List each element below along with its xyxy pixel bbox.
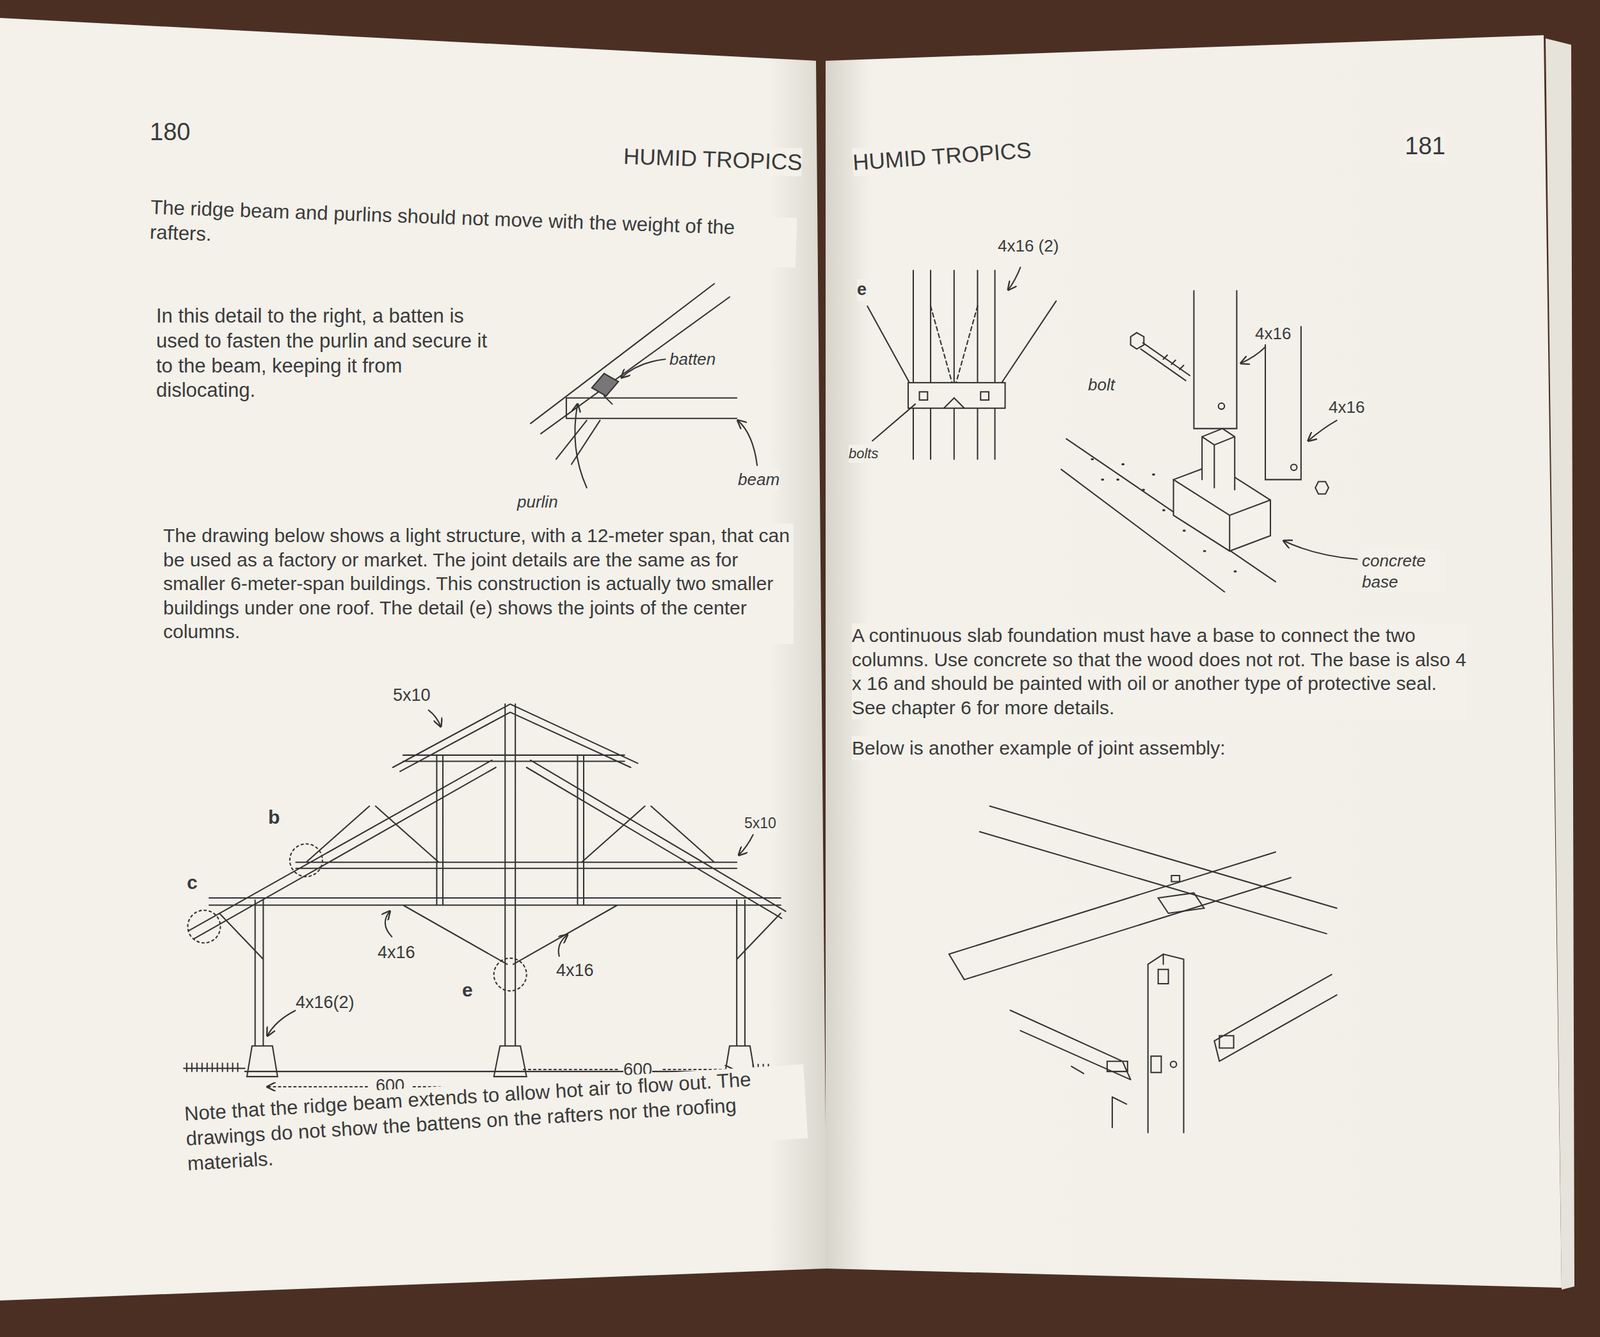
bolt-hole	[1290, 464, 1298, 471]
beam	[566, 398, 737, 419]
member-size: 5x10	[744, 814, 777, 833]
bolt-symbol	[919, 391, 928, 400]
column-joint	[944, 398, 965, 409]
member-size: 4x16 (2)	[997, 235, 1059, 257]
tenon	[1158, 969, 1169, 984]
pin	[1071, 1066, 1127, 1128]
detail-circle	[187, 910, 221, 943]
joint-block	[1158, 875, 1205, 914]
bolt	[1141, 343, 1191, 381]
bolt-hole	[1170, 1061, 1177, 1068]
dimension-line	[522, 1068, 617, 1071]
page-number: 181	[1404, 131, 1446, 162]
body-text: The ridge beam and purlins should not mo…	[149, 195, 797, 268]
leader-line	[1240, 346, 1266, 364]
running-head: HUMID TROPICS	[851, 136, 1033, 177]
body-text: Below is another example of joint assemb…	[851, 736, 1226, 761]
leader-line	[267, 1009, 297, 1036]
detail-letter: e	[856, 279, 867, 301]
batten	[592, 373, 619, 397]
joint-plate	[908, 382, 1005, 409]
beam	[949, 851, 1291, 980]
nut	[1315, 481, 1329, 495]
detail-circle	[289, 844, 323, 877]
right-page	[825, 35, 1562, 1288]
part-label: batten	[669, 348, 716, 370]
truss-frame	[188, 704, 786, 1046]
part-label: bolt	[1088, 374, 1115, 396]
leader-line	[1308, 420, 1337, 441]
leader-line	[1283, 540, 1358, 560]
detail-letter: b	[268, 805, 280, 830]
member-size: 4x16	[556, 960, 594, 982]
column-joint	[867, 270, 1056, 460]
slab	[1061, 439, 1276, 592]
running-head: HUMID TROPICS	[622, 142, 803, 176]
leader-line	[872, 403, 916, 441]
bolt	[1130, 332, 1145, 350]
leader-line	[558, 934, 568, 956]
leader-line	[428, 710, 441, 728]
detail-circle	[494, 958, 527, 991]
body-text: The drawing below shows a light structur…	[163, 523, 794, 644]
rafter	[530, 283, 730, 434]
body-text: A continuous slab foundation must have a…	[851, 623, 1467, 720]
part-label: purlin	[517, 491, 559, 513]
ground-line	[183, 1063, 781, 1072]
beam	[979, 806, 1337, 934]
member-size: 4x16	[377, 942, 416, 964]
concrete-base	[1201, 428, 1235, 491]
column	[1148, 954, 1184, 1133]
leader-line	[621, 359, 666, 378]
part-label: bolts	[848, 444, 879, 463]
part-label: beam	[737, 469, 780, 491]
leader-line	[574, 403, 587, 488]
detail-letter: e	[462, 977, 473, 1003]
column	[1193, 290, 1301, 480]
member-size: 4x16	[1255, 323, 1291, 345]
member-size: 4x16	[1328, 396, 1365, 418]
body-text: Note that the ridge beam extends to allo…	[183, 1064, 808, 1177]
dimension-line	[267, 1086, 368, 1088]
leader-line	[738, 834, 753, 856]
member-size: 5x10	[392, 684, 431, 707]
purlin	[556, 396, 613, 465]
part-label: concrete base	[1361, 550, 1446, 592]
detail-letter: c	[186, 870, 198, 895]
leader-line	[385, 911, 392, 937]
page-number: 180	[149, 117, 191, 148]
mortise	[1150, 1056, 1161, 1073]
beam	[1214, 974, 1337, 1062]
left-page	[0, 17, 827, 1301]
member-size: 4x16(2)	[295, 992, 355, 1014]
leader-line	[737, 420, 758, 466]
concrete-base	[1173, 479, 1271, 552]
bolt-symbol	[980, 391, 989, 400]
leader-line	[1008, 267, 1021, 290]
bolt-hole	[1218, 403, 1225, 410]
body-text: In this detail to the right, a batten is…	[156, 304, 496, 404]
beam	[1009, 1009, 1131, 1080]
